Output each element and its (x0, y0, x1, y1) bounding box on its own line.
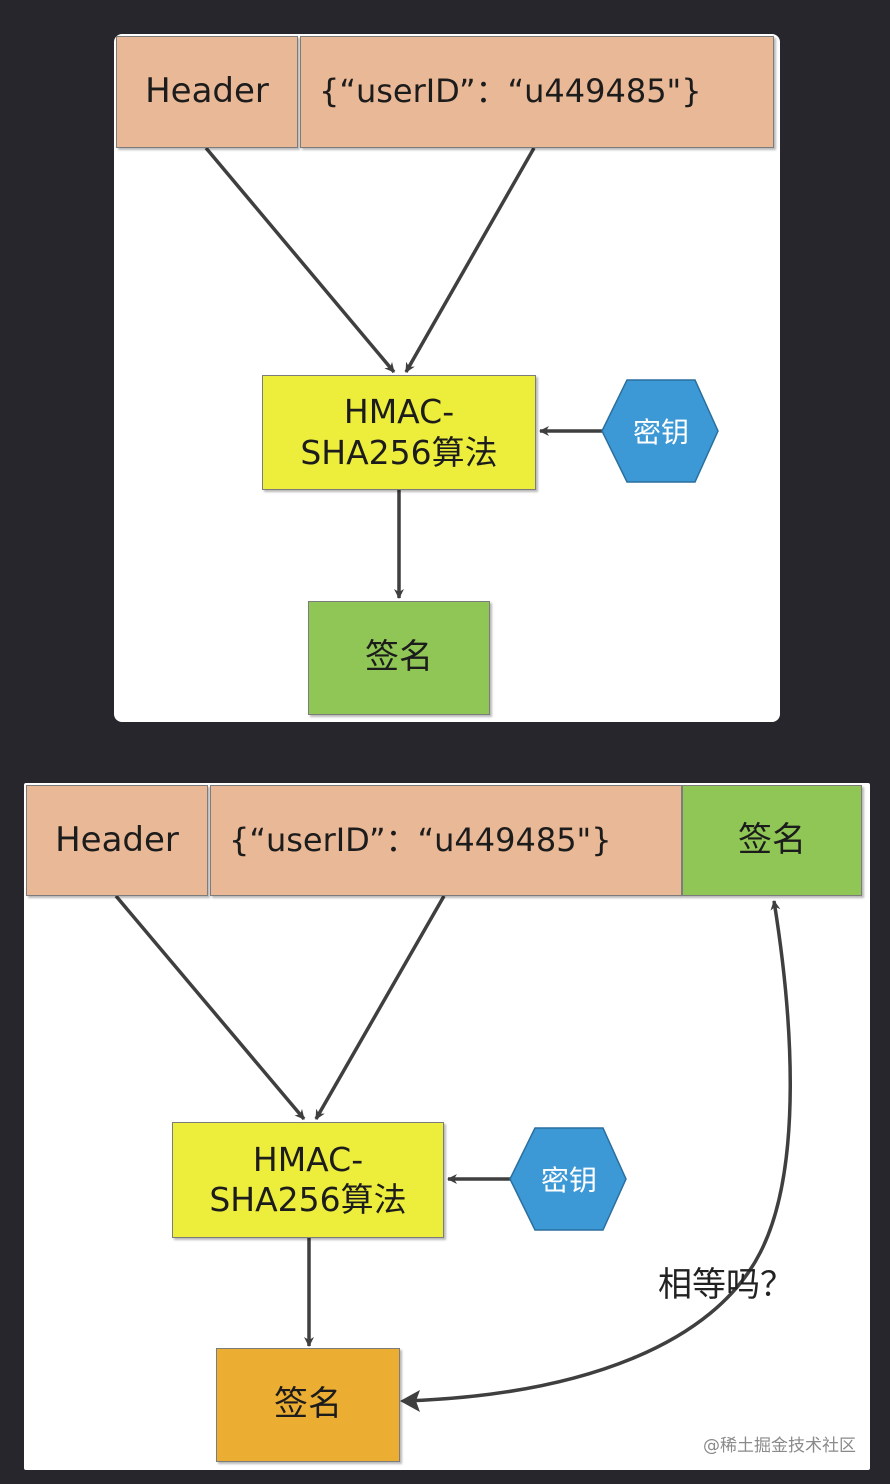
algorithm-line-2: SHA256算法 (209, 1180, 407, 1219)
arrow-payload-to-algo (404, 147, 536, 373)
payload-label: {“userID”：“u449485"} (319, 72, 702, 111)
algorithm-line-2: SHA256算法 (300, 432, 498, 472)
header-box: Header (26, 785, 208, 896)
key-hexagon (509, 1127, 627, 1231)
payload-box: {“userID”：“u449485"} (300, 36, 774, 148)
algorithm-box: HMAC- SHA256算法 (262, 375, 536, 490)
header-label: Header (55, 819, 179, 860)
arrow-header-to-algo (114, 894, 306, 1121)
payload-label: {“userID”：“u449485"} (229, 820, 612, 859)
token-signature-label: 签名 (738, 819, 806, 860)
signature-box: 签名 (308, 601, 490, 715)
algorithm-line-1: HMAC- (343, 392, 455, 432)
payload-box: {“userID”：“u449485"} (210, 785, 682, 896)
algorithm-line-1: HMAC- (252, 1139, 364, 1179)
diagram-bottom-arrows (114, 894, 792, 1412)
compare-arrow-start-head (400, 1390, 420, 1412)
watermark: @稀土掘金技术社区 (703, 1436, 856, 1456)
key-hexagon (601, 379, 719, 483)
computed-signature-label: 签名 (274, 1384, 342, 1425)
diagram-top-arrows (204, 146, 719, 599)
arrow-header-to-algo (204, 146, 396, 374)
algorithm-box: HMAC- SHA256算法 (172, 1122, 444, 1238)
key-label: 密钥 (540, 1164, 597, 1197)
header-box: Header (116, 36, 298, 148)
compare-label: 相等吗？ (658, 1265, 794, 1305)
diagram-bottom-panel: Header {“userID”：“u449485"} 签名 HMAC- SHA… (24, 783, 870, 1470)
arrow-payload-to-algo (314, 895, 446, 1120)
token-signature-box: 签名 (682, 785, 862, 896)
diagram-top-panel: Header {“userID”：“u449485"} HMAC- SHA256… (114, 34, 780, 722)
signature-label: 签名 (365, 637, 433, 678)
computed-signature-box: 签名 (216, 1348, 400, 1462)
compare-arrow (403, 900, 792, 1403)
key-label: 密钥 (632, 416, 689, 449)
header-label: Header (145, 71, 269, 112)
